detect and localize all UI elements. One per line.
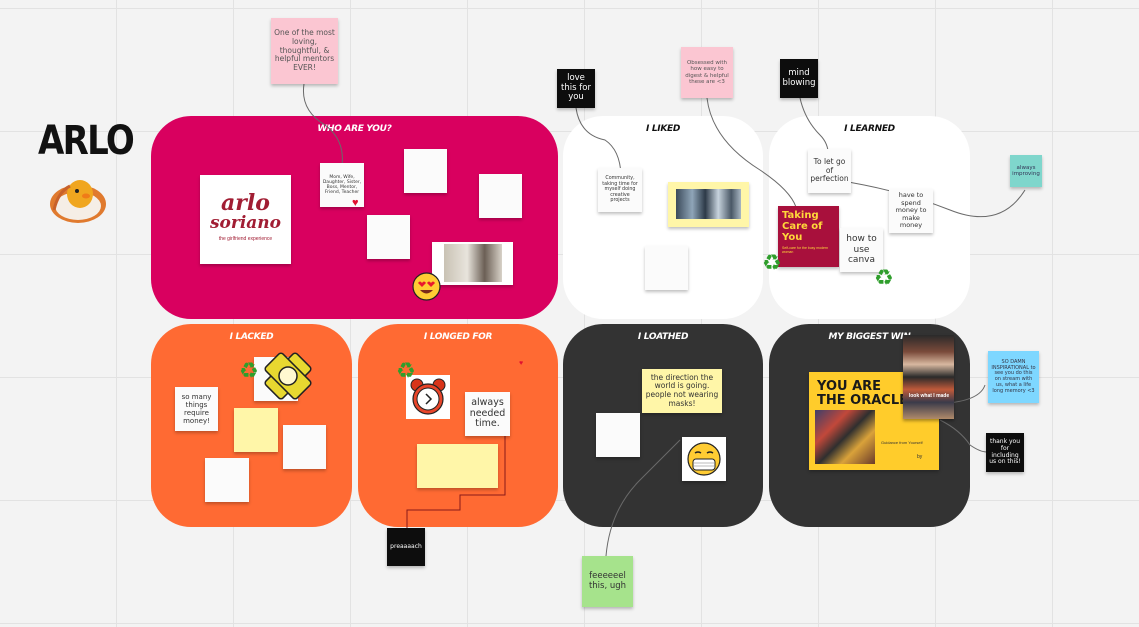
sticky-note-so-damn[interactable]: SO DAMN INSPIRATIONAL to see you do this… — [988, 351, 1039, 403]
heart-icon: ♥ — [352, 197, 359, 209]
sticky-note-so-many-things[interactable]: so many things require money! — [175, 387, 218, 431]
logo-card[interactable]: arlo soriano the girlfriend experience — [200, 175, 291, 264]
sticky-note-blank[interactable] — [417, 444, 498, 488]
collage-caption: look what I made — [908, 393, 950, 399]
sticky-note-blank[interactable] — [367, 215, 410, 259]
sticky-note-blank[interactable] — [645, 246, 688, 290]
photo-image — [444, 244, 502, 282]
sticky-note-always-needed[interactable]: always needed time. — [465, 392, 510, 436]
sticky-note-blank[interactable] — [234, 408, 278, 452]
photo-collage[interactable]: look what I made — [903, 335, 954, 419]
panel-title: I LACKED — [229, 332, 274, 342]
recycle-icon[interactable]: ♻ — [874, 265, 894, 290]
oracle-author: by — [917, 454, 923, 460]
sticky-note-use-canva[interactable]: how to use canva — [840, 228, 883, 272]
heart-eyes-emoji[interactable] — [412, 272, 441, 301]
avatar[interactable] — [48, 172, 108, 224]
book-cover[interactable]: Taking Care of You Self-care for the bus… — [778, 206, 839, 267]
panel-title: MY BIGGEST WIN — [828, 332, 911, 342]
flower-icon[interactable] — [262, 350, 314, 402]
sticky-note-spend-money[interactable]: have to spend money to make money — [889, 189, 933, 233]
sticky-note-mentor[interactable]: One of the most loving, thoughtful, & he… — [271, 18, 338, 84]
book-subtitle: Self-care for the busy modern woman — [782, 246, 829, 254]
photo-selfie[interactable] — [432, 242, 513, 285]
sticky-note-thank-you[interactable]: thank you for including us on this! — [986, 433, 1024, 472]
sticky-note-blank[interactable] — [205, 458, 249, 502]
sticky-note-mind-blowing[interactable]: mind blowing — [780, 59, 818, 98]
oracle-collage — [815, 410, 875, 464]
panel-i-longed-for[interactable]: I LONGED FOR — [358, 324, 558, 527]
panel-title: I LIKED — [645, 124, 681, 134]
photo-group[interactable] — [668, 182, 749, 227]
sticky-note-obsessed[interactable]: Obsessed with how easy to digest & helpf… — [681, 47, 733, 98]
sticky-note-love-this[interactable]: love this for you — [557, 69, 595, 108]
sticky-note-blank[interactable] — [404, 149, 447, 193]
panel-title: I LEARNED — [844, 124, 895, 134]
recycle-icon[interactable]: ♻ — [239, 358, 259, 383]
sticky-note-always-improving[interactable]: always improving — [1010, 155, 1042, 187]
sticky-note-identity[interactable]: Mom, Wife, Daughter, Sister, Boss, Mento… — [320, 163, 364, 207]
logo-line2: soriano — [209, 213, 282, 233]
panel-title: I LOATHED — [637, 332, 689, 342]
sticky-note-let-go[interactable]: To let go of perfection — [808, 149, 851, 193]
alarm-clock-icon[interactable] — [406, 375, 450, 419]
sticky-note-feel-this[interactable]: feeeeeel this, ugh — [582, 556, 633, 607]
sticky-note-direction[interactable]: the direction the world is going. people… — [642, 369, 722, 413]
logo-tagline: the girlfriend experience — [218, 236, 273, 242]
oracle-subtitle: Guidance from Yourself — [881, 440, 923, 445]
book-title: Taking Care of You — [782, 210, 823, 243]
sticky-note-blank[interactable] — [283, 425, 326, 469]
panel-title: WHO ARE YOU? — [317, 124, 392, 134]
board-title: ARLO — [38, 118, 135, 164]
recycle-icon[interactable]: ♻ — [762, 250, 782, 275]
logo-line1: arlo — [221, 190, 270, 216]
panel-title: I LONGED FOR — [423, 332, 493, 342]
heart-icon: ♥ — [519, 360, 524, 367]
sticky-note-preach[interactable]: preaaaach — [387, 528, 425, 566]
recycle-icon[interactable]: ♻ — [396, 358, 416, 383]
sticky-note-community[interactable]: Community, taking time for myself doing … — [598, 168, 642, 212]
oracle-title: YOU ARE THE ORACLE — [817, 379, 908, 408]
sticky-note-blank[interactable] — [479, 174, 522, 218]
photo-image — [676, 189, 741, 219]
mask-emoji[interactable] — [682, 437, 726, 481]
sticky-note-blank[interactable] — [596, 413, 640, 457]
